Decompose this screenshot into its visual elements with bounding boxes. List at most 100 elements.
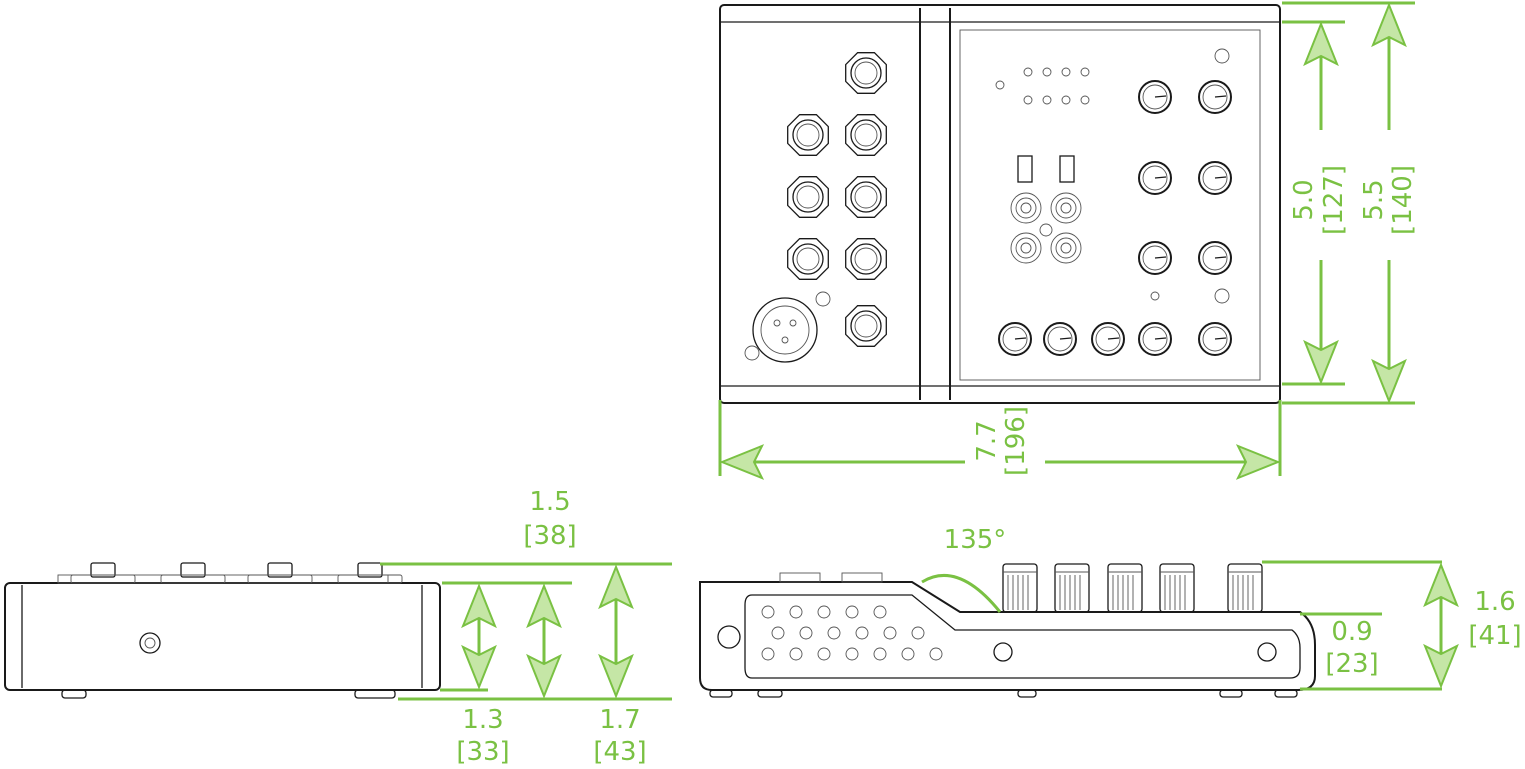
top-depth-inner-mm: [127] xyxy=(1319,165,1349,235)
led xyxy=(1061,95,1071,105)
jack xyxy=(845,114,887,156)
vent-hole xyxy=(873,647,887,661)
rca-jack xyxy=(1010,232,1042,264)
led xyxy=(995,80,1005,90)
top-width-mm: [196] xyxy=(1001,406,1031,476)
vent-hole xyxy=(771,626,785,640)
side-knobs xyxy=(1002,563,1263,613)
vent-hole xyxy=(817,647,831,661)
front-knob xyxy=(70,562,136,584)
side-view xyxy=(699,563,1316,698)
led xyxy=(1042,67,1052,77)
led-indicators xyxy=(995,67,1160,301)
led xyxy=(1061,67,1071,77)
top-knobs xyxy=(998,80,1232,356)
screws-top xyxy=(1039,48,1230,304)
front-height-total-mm: [43] xyxy=(593,737,646,765)
knob xyxy=(1198,161,1232,195)
knob xyxy=(1198,80,1232,114)
rca-jack xyxy=(1050,192,1082,224)
vent-hole xyxy=(789,605,803,619)
side-angle: 135° xyxy=(944,525,1007,555)
front-knobs xyxy=(70,562,403,584)
front-knob xyxy=(337,562,403,584)
top-depth-outer-mm: [140] xyxy=(1388,165,1418,235)
front-height-top-mm: [38] xyxy=(523,521,576,551)
top-panel xyxy=(959,29,1261,381)
side-panel xyxy=(744,594,1301,679)
side-view-dimensions: 135° 1.6 [41] 0.9 [23] xyxy=(921,525,1522,691)
top-width-inch: 7.7 xyxy=(972,420,1002,461)
front-view-dimensions: 1.5 [38] 1.3 [33] 1.7 [43] xyxy=(380,487,672,767)
rca-jack xyxy=(1010,192,1042,224)
jack xyxy=(845,305,887,347)
vent-hole xyxy=(827,626,841,640)
vent-hole xyxy=(901,647,915,661)
front-view-outline xyxy=(4,582,441,691)
knob xyxy=(1138,161,1172,195)
side-knob xyxy=(1107,563,1143,613)
led xyxy=(1150,291,1160,301)
side-knob xyxy=(1054,563,1090,613)
top-depth-inner-inch: 5.0 xyxy=(1289,179,1319,220)
jack xyxy=(787,114,829,156)
jack xyxy=(845,176,887,218)
xlr-input xyxy=(744,291,831,363)
vent-hole xyxy=(929,647,943,661)
side-knob xyxy=(1159,563,1195,613)
side-height-front-inch: 0.9 xyxy=(1331,617,1372,647)
top-view xyxy=(719,4,1281,404)
front-view xyxy=(4,562,441,699)
jack xyxy=(787,238,829,280)
knob xyxy=(998,322,1032,356)
front-height-body-inch: 1.3 xyxy=(462,705,503,735)
top-view-outline xyxy=(719,4,1281,404)
top-view-dimensions: 7.7 [196] 5.0 [127] 5.5 [140] xyxy=(718,1,1418,480)
led xyxy=(1042,95,1052,105)
vent-holes xyxy=(761,605,943,661)
side-view-outline xyxy=(699,581,1316,691)
side-screws xyxy=(717,625,1277,662)
side-height-front-mm: [23] xyxy=(1325,649,1378,679)
knob xyxy=(1043,322,1077,356)
knob xyxy=(1198,241,1232,275)
vent-hole xyxy=(845,605,859,619)
jack-inputs xyxy=(787,52,887,347)
front-knob xyxy=(247,562,313,584)
jack xyxy=(845,52,887,94)
side-height-total-inch: 1.6 xyxy=(1474,587,1515,617)
front-height-total-inch: 1.7 xyxy=(599,705,640,735)
vent-hole xyxy=(817,605,831,619)
knob xyxy=(1091,322,1125,356)
vent-hole xyxy=(761,647,775,661)
led xyxy=(1080,67,1090,77)
vent-hole xyxy=(761,605,775,619)
knob xyxy=(1138,241,1172,275)
knob xyxy=(1138,322,1172,356)
vent-hole xyxy=(883,626,897,640)
front-knob xyxy=(160,562,226,584)
switches xyxy=(1017,155,1075,183)
rca-jacks xyxy=(1010,192,1082,264)
rca-jack xyxy=(1050,232,1082,264)
led xyxy=(1080,95,1090,105)
knob xyxy=(1198,322,1232,356)
side-knob xyxy=(1227,563,1263,613)
led xyxy=(1023,67,1033,77)
vent-hole xyxy=(845,647,859,661)
knob xyxy=(1138,80,1172,114)
vent-hole xyxy=(873,605,887,619)
vent-hole xyxy=(799,626,813,640)
jack xyxy=(787,176,829,218)
side-height-total-mm: [41] xyxy=(1468,621,1521,651)
vent-hole xyxy=(789,647,803,661)
front-height-body-mm: [33] xyxy=(456,737,509,765)
jack xyxy=(845,238,887,280)
vent-hole xyxy=(911,626,925,640)
vent-hole xyxy=(855,626,869,640)
top-depth-outer-inch: 5.5 xyxy=(1359,179,1389,220)
headphone-jack xyxy=(139,632,161,654)
led xyxy=(1023,95,1033,105)
front-height-top-inch: 1.5 xyxy=(529,487,570,517)
